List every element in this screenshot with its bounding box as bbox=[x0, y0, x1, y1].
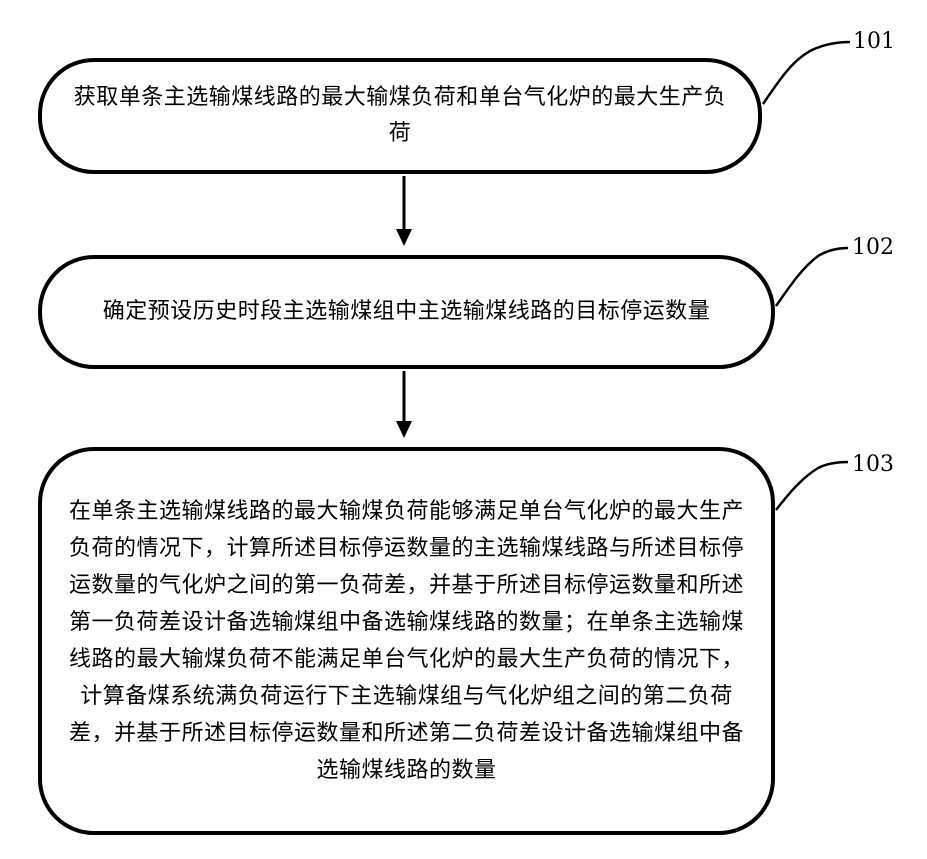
step-text-102: 确定预设历史时段主选输煤组中主选输煤线路的目标停运数量 bbox=[103, 294, 711, 330]
leader-line-103 bbox=[776, 462, 848, 510]
step-box-102: 确定预设历史时段主选输煤组中主选输煤线路的目标停运数量 bbox=[38, 255, 775, 369]
leader-line-102 bbox=[776, 248, 848, 306]
step-box-101: 获取单条主选输煤线路的最大输煤负荷和单台气化炉的最大生产负荷 bbox=[38, 58, 762, 174]
arrowhead-101-to-102 bbox=[396, 229, 412, 246]
arrowhead-102-to-103 bbox=[396, 421, 412, 438]
leader-line-101 bbox=[763, 42, 850, 104]
step-box-103: 在单条主选输煤线路的最大输煤负荷能够满足单台气化炉的最大生产负荷的情况下，计算所… bbox=[38, 447, 775, 835]
step-label-101: 101 bbox=[853, 30, 895, 54]
step-text-103: 在单条主选输煤线路的最大输煤负荷能够满足单台气化炉的最大生产负荷的情况下，计算所… bbox=[68, 493, 745, 789]
step-text-101: 获取单条主选输煤线路的最大输煤负荷和单台气化炉的最大生产负荷 bbox=[72, 80, 728, 152]
step-label-103: 103 bbox=[852, 453, 894, 477]
step-label-102: 102 bbox=[852, 236, 894, 260]
